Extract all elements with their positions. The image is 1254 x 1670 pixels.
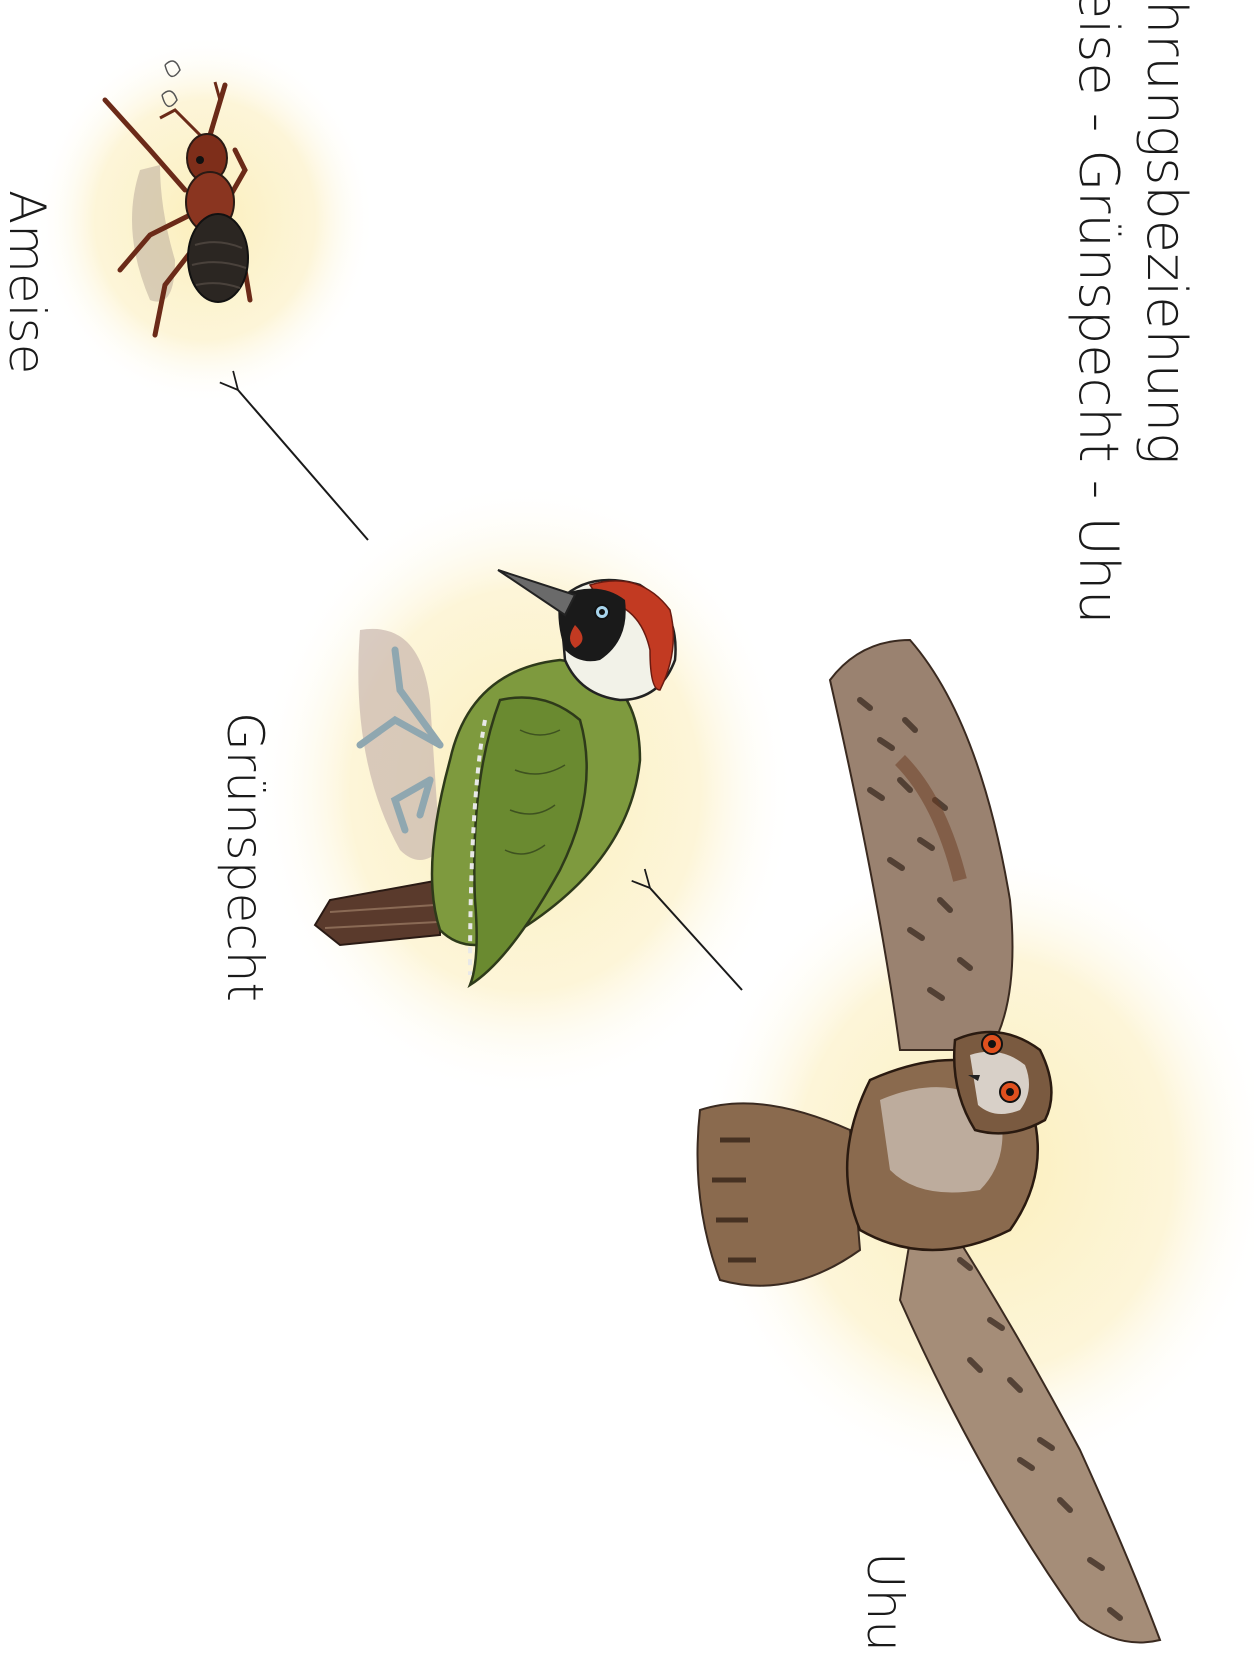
ant-label: Ameise (0, 190, 56, 374)
owl-label: Uhu (856, 1552, 914, 1652)
arrow-woodpecker-to-ant (238, 390, 368, 540)
woodpecker-node: Grünspecht (216, 480, 795, 1100)
ant-node: Ameise (0, 35, 375, 405)
title-line-1: hrungsbeziehung (1135, 0, 1198, 465)
title-line-2: eise - Grünspecht - Uhu (1067, 0, 1130, 624)
diagram-title: hrungsbeziehung eise - Grünspecht - Uhu (1067, 0, 1198, 624)
woodpecker-label: Grünspecht (216, 712, 274, 1002)
